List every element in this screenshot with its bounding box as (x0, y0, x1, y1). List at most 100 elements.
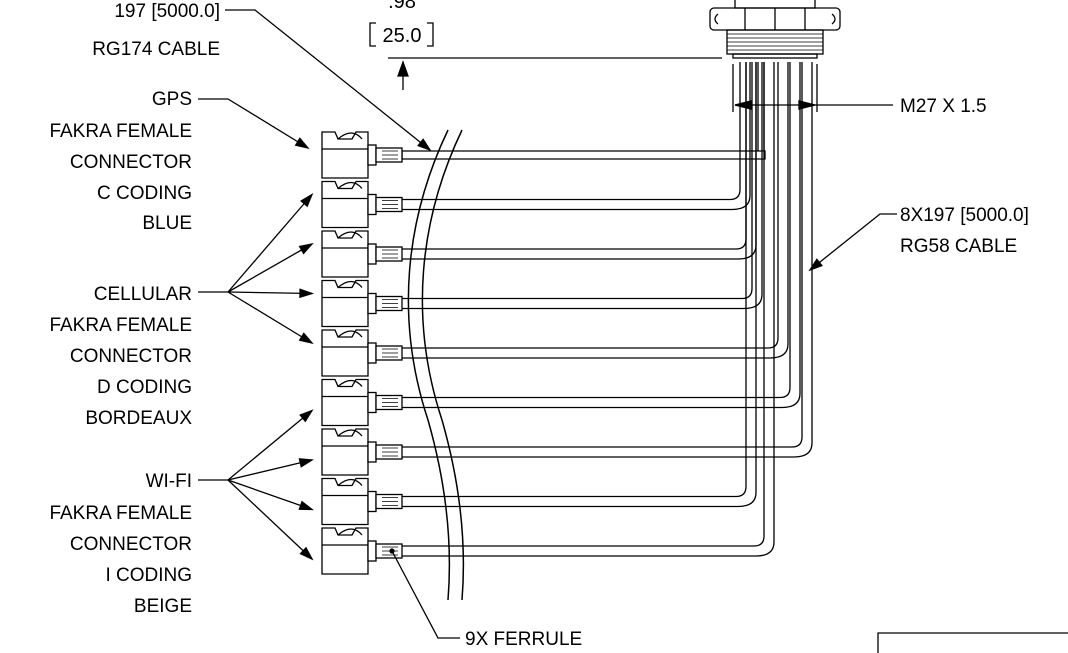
gps-line-5: BLUE (142, 213, 192, 234)
gps-line-4: C CODING (97, 183, 192, 204)
connector-body (321, 477, 369, 526)
connector-body (321, 428, 369, 476)
wifi-label: WI-FI (146, 471, 192, 492)
connector-collar (367, 490, 377, 513)
cellular-leader-branch (227, 243, 313, 293)
rg58-leader (809, 213, 897, 271)
rg58-cable (402, 62, 765, 547)
height-dimension (369, 22, 722, 90)
rg174-riser (757, 62, 765, 151)
wifi-leader-branch (227, 409, 313, 481)
connector-latch (337, 379, 363, 387)
connector-collar (367, 441, 377, 463)
ferrule-leader (391, 550, 460, 639)
cellular-line-4: D CODING (97, 377, 192, 398)
gps-line-2: FAKRA FEMALE (49, 121, 192, 142)
fakra-connector (321, 279, 403, 328)
connector-latch (337, 231, 363, 239)
cellular-label: CELLULAR (94, 284, 192, 305)
cellular-line-3: CONNECTOR (70, 346, 192, 367)
fakra-connector (321, 329, 403, 377)
dimension-top-text: .98 (388, 0, 416, 13)
wifi-arrow (298, 458, 314, 468)
break-lines (407, 129, 465, 601)
connector-latch (337, 132, 363, 140)
dimension-bracket-text: 25.0 (383, 25, 422, 47)
rg58-cable (402, 62, 741, 201)
rg58-cable-edge (402, 62, 757, 260)
connector-collar (367, 193, 377, 216)
fakra-connector (321, 131, 403, 179)
rg58-cable-edge (402, 62, 751, 211)
connector-body (321, 279, 369, 328)
connector-collar (367, 144, 377, 166)
connector-latch (337, 528, 363, 536)
connector-body (321, 180, 369, 229)
ferrule-crimp (382, 447, 398, 457)
wifi-arrow (299, 409, 314, 423)
fakra-connector (321, 428, 403, 476)
cellular-leader-branch (227, 291, 313, 295)
cellular-arrow (299, 288, 315, 299)
cellular-arrow (300, 192, 314, 208)
cellular-arrow (298, 332, 314, 345)
rg58-cable (402, 62, 791, 399)
connector-collar (367, 540, 377, 562)
cellular-leader-branch (227, 291, 313, 344)
rg174-arrow (417, 138, 432, 152)
ferrule-crimp (382, 249, 398, 259)
rg58-length-text: 8X197 [5000.0] (900, 205, 1029, 226)
connector-collar (367, 391, 377, 414)
wifi-arrow (298, 500, 314, 511)
rg58-arrow (808, 258, 823, 272)
wifi-line-2: FAKRA FEMALE (49, 503, 192, 524)
gps-arrow (294, 137, 310, 150)
connector-collar (367, 342, 377, 364)
gps-label: GPS (152, 89, 192, 110)
rg174-leader (225, 9, 431, 151)
fakra-connector (321, 180, 403, 229)
gps-leader (198, 98, 309, 149)
cellular-line-5: BORDEAUX (85, 408, 192, 429)
wifi-leader-branch (227, 479, 313, 511)
thread-label: M27 X 1.5 (900, 96, 987, 117)
connector-latch (337, 280, 363, 288)
ferrule-crimp (382, 348, 398, 358)
connector-body (321, 131, 369, 179)
connector-collar (367, 243, 377, 265)
fakra-connector (321, 230, 403, 278)
rg58-cable (402, 62, 747, 498)
rg174-type-text: RG174 CABLE (92, 39, 220, 60)
connector-latch (337, 330, 363, 338)
fakra-connector (321, 477, 403, 526)
rg58-cable-edge (402, 62, 801, 409)
wifi-leader-branch (227, 459, 313, 481)
ferrule-crimp (382, 497, 398, 506)
thread-dimension (732, 64, 893, 112)
ferrule-label: 9X FERRULE (465, 629, 582, 650)
ferrule-dot (389, 548, 395, 554)
ferrule-crimp (382, 200, 398, 209)
connector-collar (367, 292, 377, 315)
connector-body (321, 378, 369, 427)
cable-gland (709, 0, 841, 59)
connector-latch (337, 478, 363, 486)
wifi-line-3: CONNECTOR (70, 534, 192, 555)
rg58-cable (402, 62, 779, 349)
fakra-connector (321, 527, 403, 575)
connector-body (321, 230, 369, 278)
rg58-cable (402, 62, 753, 300)
cellular-leader-branch (227, 194, 313, 293)
fakra-connector (321, 378, 403, 427)
rg58-cable (402, 62, 803, 448)
connector-stack (321, 131, 403, 575)
gps-line-3: CONNECTOR (70, 152, 192, 173)
connector-body (321, 329, 369, 377)
wifi-line-4: I CODING (105, 565, 192, 586)
ferrule-crimp (382, 299, 398, 308)
leader-lines (198, 9, 897, 639)
cellular-line-2: FAKRA FEMALE (49, 315, 192, 336)
wifi-line-5: BEIGE (134, 596, 192, 617)
